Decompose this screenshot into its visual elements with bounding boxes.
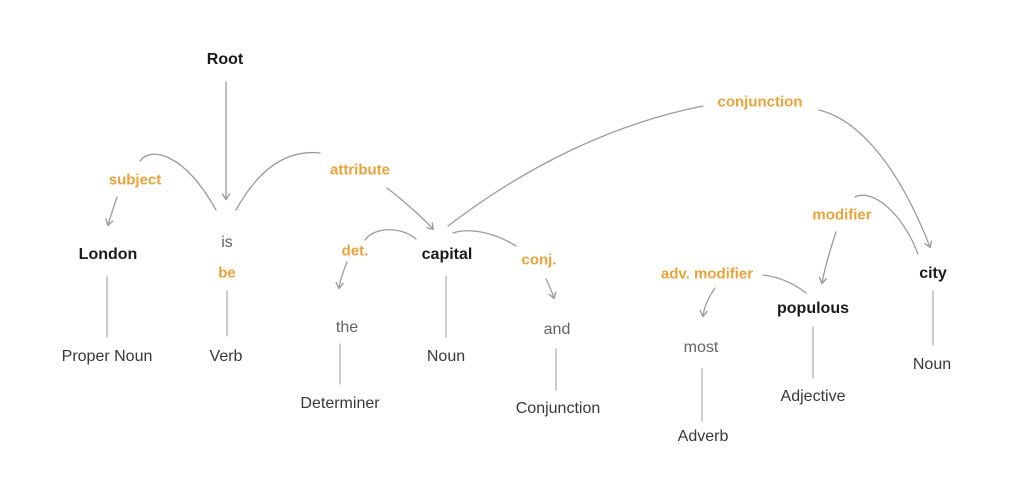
det-head-arc: [364, 229, 417, 241]
pos-label-noun-capital: Noun: [426, 348, 466, 365]
dep-label-subject: subject: [108, 171, 162, 189]
modifier-dependent-arrow: [818, 231, 837, 285]
pos-label-determiner: Determiner: [300, 395, 380, 412]
dep-label-modifier: modifier: [812, 206, 872, 224]
attribute-dependent-arrow: [386, 187, 435, 231]
word-capital: capital: [421, 246, 473, 263]
pos-label-conjunction: Conjunction: [515, 400, 601, 417]
pos-label-verb: Verb: [209, 348, 243, 365]
conjunction-dependent-arrow: [818, 109, 933, 249]
conj-dependent-arrow: [545, 278, 557, 300]
word-and: and: [543, 321, 571, 338]
adv-modifier-dependent-arrow: [699, 287, 716, 318]
conj-head-arc: [452, 230, 517, 247]
dep-label-adv-modifier: adv. modifier: [660, 265, 754, 283]
pos-label-adjective: Adjective: [780, 388, 846, 405]
word-london: London: [78, 246, 138, 263]
lemma-be: be: [218, 264, 236, 282]
subject-head-arc: [139, 153, 217, 211]
modifier-head-arc: [854, 194, 919, 255]
dep-label-det: det.: [341, 242, 369, 260]
pos-label-proper-noun: Proper Noun: [61, 348, 153, 365]
dep-label-conjunction: conjunction: [717, 93, 803, 111]
conjunction-head-arc: [447, 105, 704, 227]
word-is: is: [221, 234, 233, 251]
subject-dependent-arrow: [105, 196, 118, 227]
word-city: city: [919, 265, 947, 282]
dep-label-conj: conj.: [521, 251, 557, 269]
attribute-head-arc: [235, 151, 321, 211]
dep-label-attribute: attribute: [330, 161, 390, 179]
word-most: most: [683, 339, 719, 356]
root-label: Root: [206, 51, 244, 68]
adv-modifier-head-arc: [762, 274, 807, 294]
word-the: the: [335, 319, 359, 336]
pos-label-noun-city: Noun: [912, 356, 952, 373]
det-dependent-arrow: [335, 261, 348, 290]
word-populous: populous: [777, 300, 849, 317]
pos-label-adverb: Adverb: [677, 428, 729, 445]
